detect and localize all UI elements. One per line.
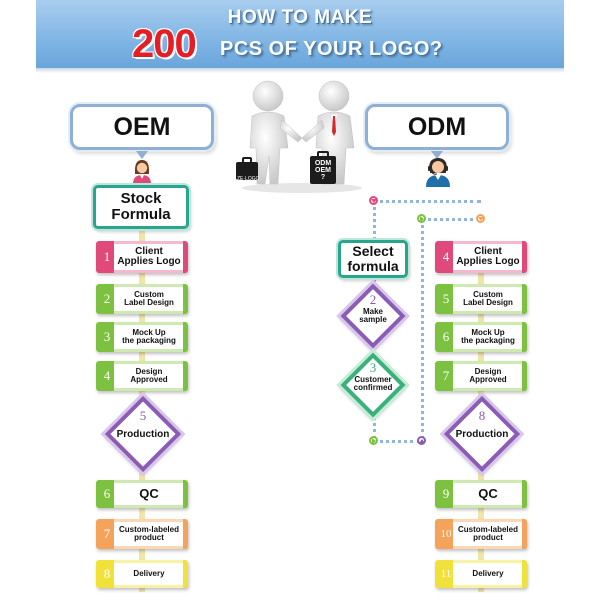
odm-step-design-approved: 7 Design Approved (435, 361, 527, 391)
oem-step-number: 1 (100, 241, 114, 273)
header-line2: PCS OF YOUR LOGO? (220, 38, 443, 60)
odm-step-client-applies-logo: 4 Client Applies Logo (435, 241, 527, 273)
odm-step-label: Client Applies Logo (456, 245, 520, 267)
oem-step-number: 3 (100, 322, 114, 352)
oem-title-pointer (136, 151, 148, 159)
odm-step-label: Design Approved (469, 366, 507, 384)
oem-step-client-applies-logo: 1 Client Applies Logo (96, 241, 188, 273)
oem-step-label: Delivery (133, 568, 165, 578)
header-banner (36, 0, 564, 68)
oem-step-label: Custom Label Design (124, 289, 174, 307)
oem-step-number: 6 (100, 480, 114, 508)
odm-step-label: Custom Label Design (463, 289, 513, 307)
oem-stock-formula-box: Stock Formula (93, 185, 189, 229)
oem-step-custom-label-design: 2 Custom Label Design (96, 284, 188, 314)
odm-loop-marker-pink (369, 196, 378, 205)
left-briefcase-label: ZE·LOGO (237, 176, 260, 182)
odm-dotted-inner (421, 218, 424, 440)
oem-step-qc: 6 QC (96, 480, 188, 508)
oem-step-number: 8 (100, 560, 114, 588)
odm-step-number: 11 (439, 560, 453, 588)
oem-step-delivery: 8 Delivery (96, 560, 188, 588)
right-briefcase-label: ODM OEM ? (314, 160, 332, 181)
odm-customer-confirmed-number: 3 (369, 360, 377, 375)
oem-step-number: 7 (100, 519, 114, 549)
odm-title: ODM (365, 104, 509, 150)
oem-step-design-approved: 4 Design Approved (96, 361, 188, 391)
oem-step-number: 4 (100, 361, 114, 391)
oem-step-label: Design Approved (130, 366, 168, 384)
oem-step-number: 2 (100, 284, 114, 314)
odm-step-label: Delivery (472, 568, 504, 578)
header-shadow (36, 68, 564, 73)
odm-title-pointer (431, 151, 443, 159)
header-number: 200 (132, 22, 197, 66)
odm-make-sample-number: 2 (369, 292, 377, 307)
odm-step-label: Custom-labeled product (457, 524, 518, 542)
odm-step-qc: 9 QC (435, 480, 527, 508)
odm-loop-marker-green-top (417, 214, 426, 223)
woman-avatar-icon (133, 160, 151, 184)
odm-step-number: 6 (439, 322, 453, 352)
oem-production-number: 5 (139, 408, 147, 423)
oem-step-label: Client Applies Logo (117, 245, 181, 267)
odm-step-label: QC (478, 486, 498, 502)
handshake-figures-illustration (236, 80, 362, 193)
oem-step-label: QC (139, 486, 159, 502)
odm-step-number: 5 (439, 284, 453, 314)
oem-step-label: Custom-labeled product (118, 524, 179, 542)
odm-dotted-top (373, 200, 481, 203)
odm-loop-marker-green-bottom (369, 436, 378, 445)
support-agent-icon (426, 158, 450, 187)
oem-step-custom-labeled-product: 7 Custom-labeled product (96, 519, 188, 549)
odm-step-mock-up-packaging: 6 Mock Up the packaging (435, 322, 527, 352)
odm-step-number: 4 (439, 241, 453, 273)
odm-dotted-bottom (373, 440, 421, 443)
odm-step-number: 9 (439, 480, 453, 508)
odm-step-number: 7 (439, 361, 453, 391)
odm-step-custom-label-design: 5 Custom Label Design (435, 284, 527, 314)
oem-production-label: Production (116, 429, 170, 440)
odm-customer-confirmed-label: Customer confirmed (353, 375, 393, 393)
odm-step-label: Mock Up the packaging (461, 327, 515, 345)
oem-title: OEM (70, 104, 214, 150)
odm-step-number: 10 (439, 519, 453, 549)
odm-select-formula-box: Select formula (338, 240, 408, 278)
odm-loop-marker-purple (417, 436, 426, 445)
odm-loop-marker-orange (476, 214, 485, 223)
header-line1: HOW TO MAKE (227, 7, 373, 28)
odm-production-label: Production (455, 429, 509, 440)
odm-step-delivery: 11 Delivery (435, 560, 527, 588)
oem-step-label: Mock Up the packaging (122, 327, 176, 345)
odm-make-sample-label: Make sample (359, 307, 387, 325)
oem-step-mock-up-packaging: 3 Mock Up the packaging (96, 322, 188, 352)
odm-production-number: 8 (478, 408, 486, 423)
odm-dotted-inner-top (421, 218, 481, 221)
odm-step-custom-labeled-product: 10 Custom-labeled product (435, 519, 527, 549)
